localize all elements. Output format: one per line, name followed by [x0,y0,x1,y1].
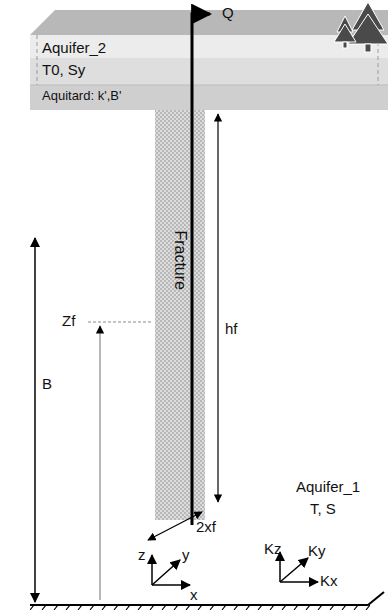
hf-dimension [217,114,218,502]
node-text: Fracture [171,230,189,290]
fracture-zone: Fracture [155,110,205,520]
axis-label: Kz [264,540,282,557]
parameter-label: T, S [310,500,336,517]
dimension-label: B [42,375,52,392]
dimension-label: 2xf [196,518,216,535]
dimension-label: hf [225,320,238,337]
zf-leader [88,322,152,323]
layer-boundary [30,85,388,86]
axis-label: y [182,546,190,563]
node-text: Aquifer_2 [42,39,106,56]
slab-edge [37,35,38,85]
axis-label: Ky [308,542,326,559]
node-text: T0, Sy [42,61,85,78]
axis-label: z [138,546,146,563]
axis-label: x [190,586,198,603]
dimension-label: Zf [62,312,75,329]
aquitard-band: Aquitard: k',B' [30,85,388,110]
ground-line [30,592,384,605]
zf-dimension [99,326,100,600]
xf-dimension [148,512,202,540]
trees [334,2,388,52]
layer-label: Aquifer_1 [296,478,360,495]
node-text: Aquitard: k',B' [42,89,121,104]
aquitard-band [30,85,388,110]
b-dimension [34,238,36,602]
aquifer-box: Aquifer_2T0, Sy [30,35,388,85]
axis-label: Kx [320,572,338,589]
flow-label: Q [222,4,234,21]
well-pipe [192,14,210,525]
fracture-zone [155,110,205,520]
aquifer-2-band [30,58,388,85]
